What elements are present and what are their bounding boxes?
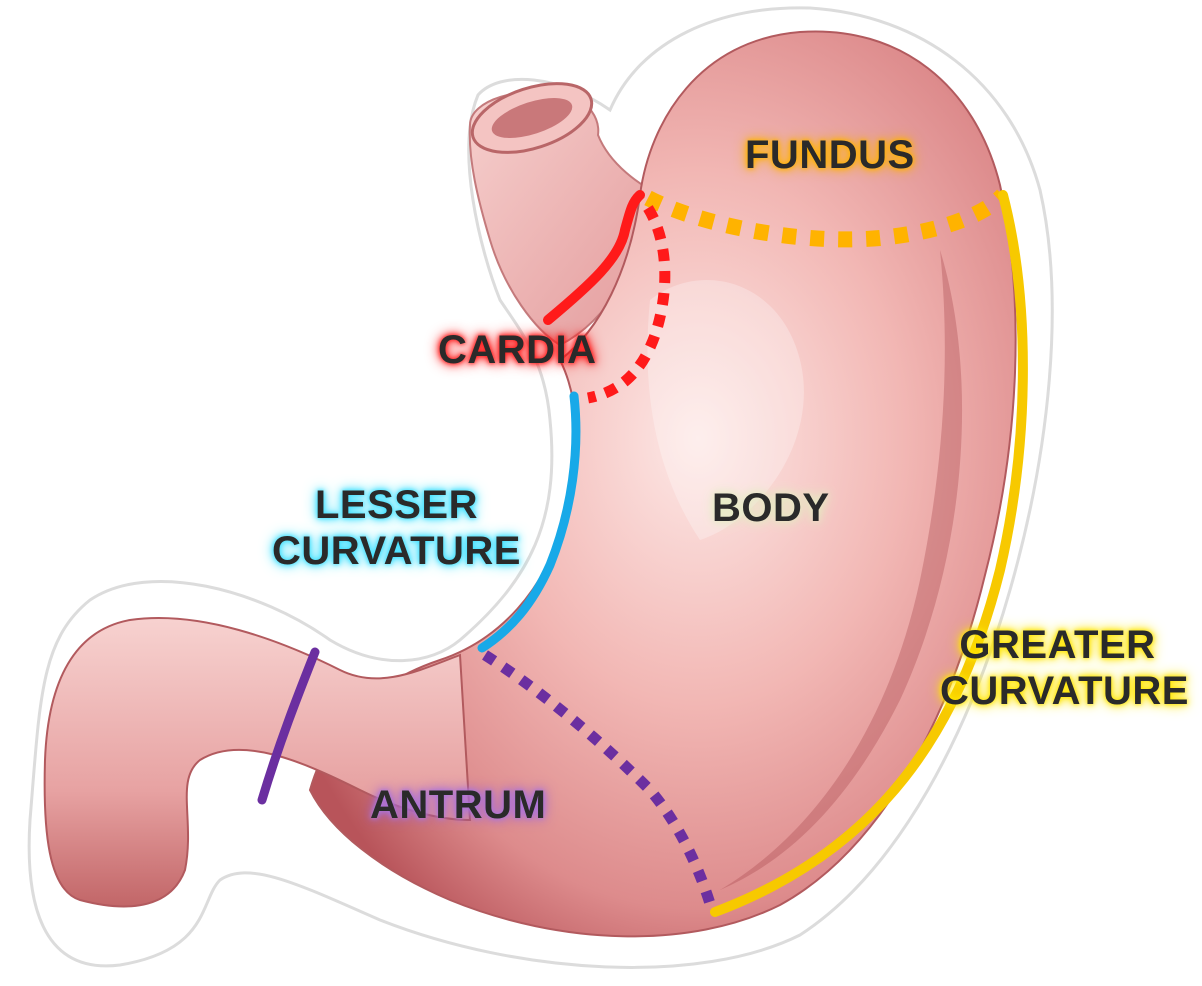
antrum-label-text: ANTRUM <box>370 782 546 828</box>
greater-curvature-label: GREATER CURVATURE <box>940 622 1189 714</box>
greater-curvature-line2: CURVATURE <box>940 668 1189 714</box>
lesser-curvature-line2: CURVATURE <box>272 528 521 574</box>
fundus-label-text: FUNDUS <box>745 132 915 178</box>
lesser-curvature-label: LESSER CURVATURE <box>272 482 521 574</box>
cardia-label-text: CARDIA <box>438 327 597 373</box>
fundus-label: FUNDUS <box>745 132 915 178</box>
cardia-label: CARDIA <box>438 327 597 373</box>
lesser-curvature-line1: LESSER <box>272 482 521 528</box>
body-label: BODY <box>712 485 830 531</box>
body-label-text: BODY <box>712 485 830 531</box>
greater-curvature-line1: GREATER <box>940 622 1189 668</box>
antrum-label: ANTRUM <box>370 782 546 828</box>
